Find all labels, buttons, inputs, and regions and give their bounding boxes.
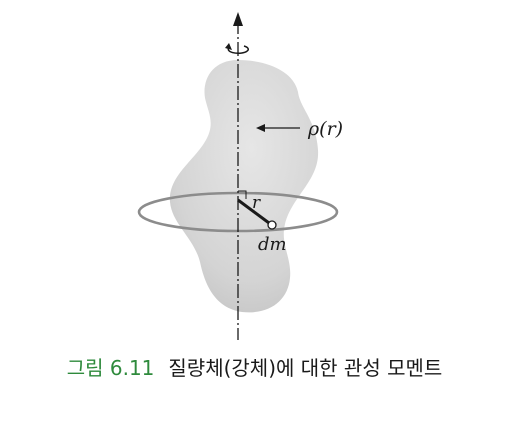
- density-label: ρ(r): [307, 118, 343, 140]
- rotation-arrow-icon: [225, 43, 249, 55]
- right-angle-marker: [238, 190, 247, 199]
- radius-label: r: [252, 193, 261, 213]
- density-pointer-arrowhead: [256, 124, 265, 132]
- figure-number: 그림 6.11: [66, 356, 155, 380]
- mass-element-dot: [267, 220, 277, 230]
- mass-element-label: dm: [258, 234, 287, 255]
- rigid-body-figure: ρ(r) r dm: [137, 12, 343, 340]
- radius-line: [237, 198, 270, 225]
- caption-text: 질량체(강체)에 대한 관성 모멘트: [168, 356, 443, 380]
- figure-caption: 그림 6.11 질량체(강체)에 대한 관성 모멘트: [0, 352, 509, 381]
- rigid-body-shape: [169, 60, 319, 313]
- axis-arrowhead-icon: [233, 12, 243, 26]
